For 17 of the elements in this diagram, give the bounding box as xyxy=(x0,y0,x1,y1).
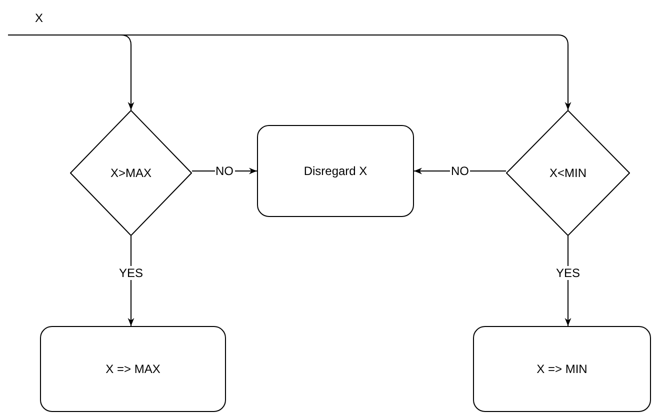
node-text: X => MIN xyxy=(536,362,588,376)
arrow xyxy=(414,168,506,174)
node-text: X => MAX xyxy=(106,362,160,376)
decision-diamond xyxy=(70,110,192,236)
node-text: Disregard X xyxy=(304,164,368,178)
node-text: X<MIN xyxy=(549,166,586,180)
process-box xyxy=(40,326,226,412)
edge-label: NO xyxy=(450,164,470,178)
process-box xyxy=(473,326,651,412)
decision-diamond xyxy=(506,110,630,236)
edge-label: YES xyxy=(555,266,581,280)
arrow xyxy=(8,34,572,110)
node-text: X>MAX xyxy=(110,166,152,180)
process-box xyxy=(257,125,414,217)
edge-label: YES xyxy=(118,266,144,280)
edge-label: NO xyxy=(214,164,234,178)
input-label: X xyxy=(30,8,48,28)
